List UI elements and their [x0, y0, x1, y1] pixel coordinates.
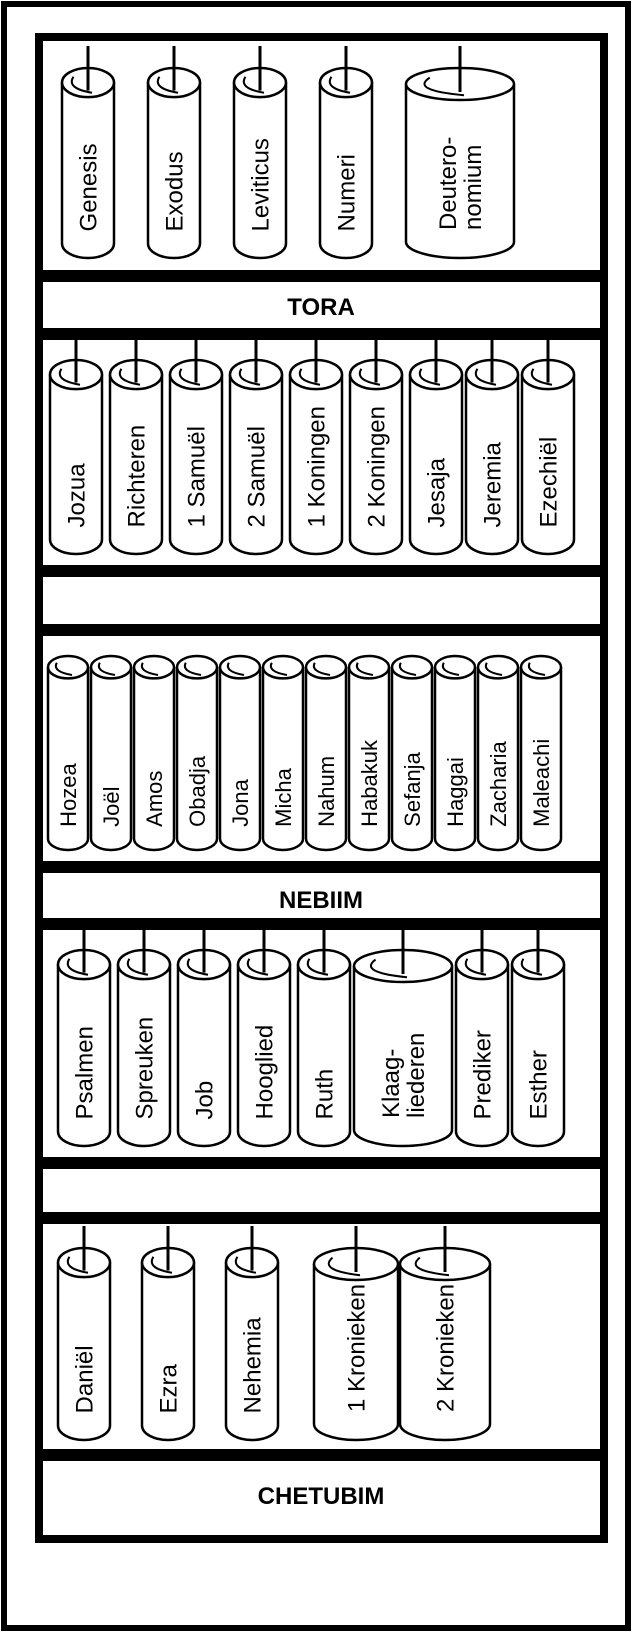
scroll-title: Jesaja	[424, 457, 451, 527]
shelf-board	[39, 565, 604, 577]
scroll: Jozua	[50, 338, 102, 554]
scrolls-group: Genesis Exodus Leviticus Numeri Deutero-nomi…	[48, 46, 574, 1440]
shelf-label-nebiim: NEBIIM	[279, 887, 363, 914]
scroll: Micha	[263, 656, 303, 850]
scroll-title: Amos	[142, 771, 167, 827]
scroll: Haggai	[435, 656, 475, 850]
scroll-title: Leviticus	[248, 138, 275, 231]
scroll-title: Nehemia	[240, 1317, 267, 1414]
scroll: 2 Koningen	[350, 338, 402, 554]
scroll: Hooglied	[238, 928, 290, 1146]
scroll-title: 2 Kronieken	[433, 1284, 460, 1412]
scroll: Ruth	[298, 928, 350, 1146]
scroll: 1 Samuël	[170, 338, 222, 554]
scroll-title: Haggai	[443, 757, 468, 827]
scroll-title: liederen	[403, 1033, 430, 1118]
scroll: Amos	[134, 656, 174, 850]
scroll-title: Jona	[228, 778, 253, 826]
scroll-title: Ruth	[312, 1069, 339, 1120]
scroll: Habakuk	[349, 656, 389, 850]
scroll-title: Esther	[526, 1050, 553, 1119]
scroll-title: Genesis	[76, 143, 103, 231]
shelf-board	[39, 1157, 604, 1169]
scroll: Nehemia	[226, 1226, 278, 1440]
scroll-title: 1 Koningen	[304, 406, 331, 527]
scroll: Leviticus	[234, 46, 286, 258]
scroll-title: Jeremia	[480, 441, 507, 527]
scroll-title: Daniël	[72, 1345, 99, 1413]
scroll: Jona	[220, 656, 260, 850]
scroll-title: Zacharia	[486, 740, 511, 826]
scroll-title: Sefanja	[400, 751, 425, 826]
scroll-title: Obadja	[185, 755, 210, 827]
scroll-title: Ezra	[156, 1363, 183, 1413]
shelf-label-tora: TORA	[287, 294, 355, 321]
shelf-board	[39, 624, 604, 636]
scroll: Prediker	[456, 928, 508, 1146]
scroll: Sefanja	[392, 656, 432, 850]
scroll: Esther	[512, 928, 564, 1146]
scroll-title: 1 Kronieken	[344, 1284, 371, 1412]
scroll: 1 Kronieken	[314, 1226, 398, 1440]
scroll: 2 Kronieken	[400, 1226, 490, 1440]
scroll-title: Habakuk	[357, 739, 382, 827]
scroll: Jeremia	[466, 338, 518, 554]
scroll: Deutero-nomium	[406, 46, 514, 258]
scroll: Genesis	[62, 46, 114, 258]
scroll-title: Nahum	[314, 756, 339, 827]
shelf-board	[39, 328, 604, 340]
scroll-title: Exodus	[162, 151, 189, 231]
scroll: 1 Koningen	[290, 338, 342, 554]
scroll: Daniël	[58, 1226, 110, 1440]
scroll-title: Psalmen	[72, 1026, 99, 1119]
shelf-board	[39, 918, 604, 930]
shelf-board	[39, 270, 604, 282]
scroll: Jesaja	[410, 338, 462, 554]
scroll-title: 2 Samuël	[244, 426, 271, 527]
scroll: Klaag-liederen	[354, 928, 452, 1146]
scroll-title: Numeri	[334, 154, 361, 231]
scroll-title: Spreuken	[132, 1017, 159, 1120]
scroll-title: Klaag-	[378, 1049, 405, 1118]
scroll: Maleachi	[521, 656, 561, 850]
scroll-title: Hooglied	[252, 1025, 279, 1120]
scroll: Joël	[91, 656, 131, 850]
scroll-title: Job	[192, 1081, 219, 1120]
scroll: Richteren	[110, 338, 162, 554]
scroll-title: Jozua	[64, 463, 91, 528]
scroll: Numeri	[320, 46, 372, 258]
shelf-board	[39, 1212, 604, 1224]
scroll-title: Ezechiël	[536, 437, 563, 528]
scroll: Exodus	[148, 46, 200, 258]
scroll: Zacharia	[478, 656, 518, 850]
scroll: Obadja	[177, 656, 217, 850]
scroll-title: Micha	[271, 767, 296, 826]
scroll: 2 Samuël	[230, 338, 282, 554]
scroll-title: Deutero-	[435, 137, 462, 230]
scroll-title: nomium	[460, 145, 487, 230]
shelf-label-chetubim: CHETUBIM	[258, 1483, 385, 1510]
scroll: Ezra	[142, 1226, 194, 1440]
scroll-title: 1 Samuël	[184, 426, 211, 527]
scroll: Spreuken	[118, 928, 170, 1146]
scroll: Psalmen	[58, 928, 110, 1146]
scroll-title: Hozea	[56, 762, 81, 826]
scroll-title: Maleachi	[529, 739, 554, 827]
shelf-board	[39, 861, 604, 873]
scroll: Job	[178, 928, 230, 1146]
scroll-title: Richteren	[124, 425, 151, 528]
shelf-board	[39, 1449, 604, 1461]
scroll-title: Joël	[99, 786, 124, 826]
scroll: Hozea	[48, 656, 88, 850]
scroll-title: 2 Koningen	[364, 406, 391, 527]
scroll: Ezechiël	[522, 338, 574, 554]
scroll-title: Prediker	[470, 1030, 497, 1119]
scroll: Nahum	[306, 656, 346, 850]
